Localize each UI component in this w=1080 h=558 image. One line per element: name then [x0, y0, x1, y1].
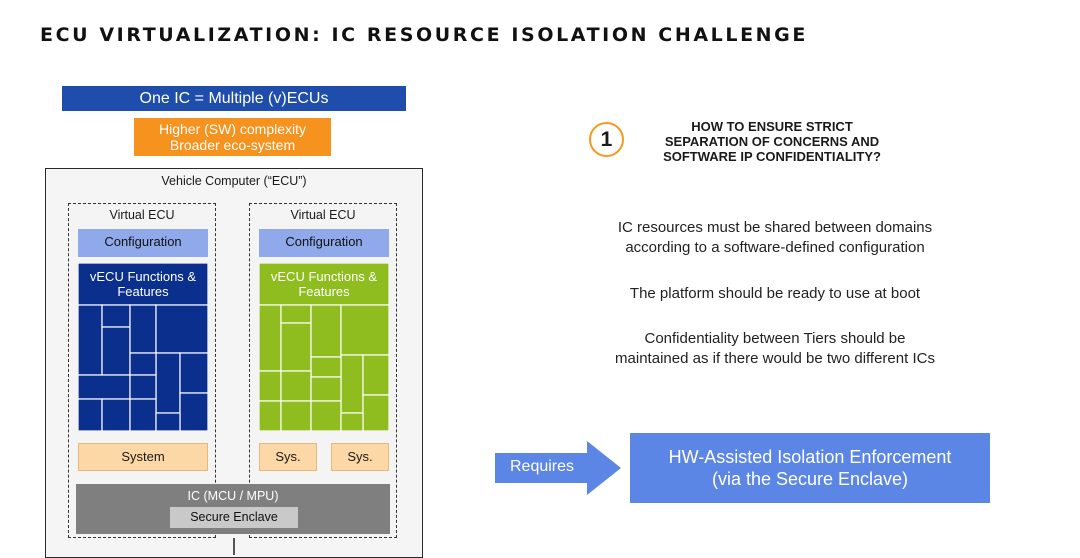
function-block	[259, 370, 282, 402]
function-block	[310, 400, 342, 431]
function-block	[78, 304, 103, 376]
statement-boot: The platform should be ready to use at b…	[629, 285, 921, 302]
function-block	[280, 322, 312, 372]
function-block	[78, 374, 131, 400]
sys-box-right-2: Sys.	[331, 443, 389, 471]
banner-one-ic: One IC = Multiple (v)ECUs	[62, 86, 406, 111]
requires-label: Requires	[509, 458, 575, 475]
statement3-line2: maintained as if there would be two diff…	[615, 350, 935, 367]
function-block	[101, 398, 131, 431]
requires-arrow-icon	[495, 441, 621, 495]
ic-label: IC (MCU / MPU)	[187, 489, 279, 503]
function-block	[129, 352, 157, 376]
function-block	[101, 304, 131, 328]
question-text: HOW TO ENSURE STRICT SEPARATION OF CONCE…	[632, 119, 912, 164]
function-block	[280, 400, 312, 431]
function-block	[179, 392, 208, 431]
banner-complexity: Higher (SW) complexity Broader eco-syste…	[134, 118, 331, 156]
statement-shared-resources: IC resources must be shared between doma…	[560, 218, 990, 258]
functions-block-right	[259, 263, 389, 431]
question-line1: HOW TO ENSURE STRICT	[691, 119, 853, 134]
config-left: Configuration	[78, 229, 208, 257]
function-block	[259, 304, 282, 372]
function-block	[78, 263, 208, 306]
statement1-line2: according to a software-defined configur…	[625, 239, 925, 256]
function-block	[280, 370, 312, 402]
virtual-ecu-right-label: Virtual ECU	[290, 208, 356, 222]
functions-label-right-line2: Features	[298, 284, 350, 299]
function-block	[101, 326, 131, 376]
question-line2: SEPARATION OF CONCERNS AND	[664, 134, 880, 149]
function-block	[340, 304, 389, 356]
function-block	[362, 394, 389, 431]
function-block	[340, 354, 364, 414]
function-block	[129, 398, 157, 431]
functions-label-right: vECU Functions & Features	[259, 269, 389, 299]
functions-label-right-line1: vECU Functions &	[270, 269, 378, 284]
hw-line2: (via the Secure Enclave)	[711, 469, 909, 489]
statement3-line1: Confidentiality between Tiers should be	[644, 330, 906, 347]
requires-arrow-shape	[495, 441, 621, 495]
virtual-ecu-left-label: Virtual ECU	[109, 208, 175, 222]
vehicle-computer-label: Vehicle Computer (“ECU”)	[161, 174, 307, 188]
config-right: Configuration	[259, 229, 389, 257]
function-blocks-left	[78, 263, 208, 431]
hw-isolation-box: HW-Assisted Isolation Enforcement (via t…	[630, 433, 990, 503]
function-block	[129, 304, 157, 354]
statement1-line1: IC resources must be shared between doma…	[617, 219, 933, 236]
page-title: ECU VIRTUALIZATION: IC RESOURCE ISOLATIO…	[40, 24, 808, 46]
functions-label-left-line2: Features	[117, 284, 169, 299]
function-block	[129, 374, 157, 400]
function-block	[259, 400, 282, 431]
function-block	[340, 412, 364, 431]
function-block	[310, 356, 342, 378]
question-line3: SOFTWARE IP CONFIDENTIALITY?	[663, 149, 881, 164]
function-block	[78, 398, 103, 431]
secure-enclave-box: Secure Enclave	[170, 507, 298, 528]
function-block	[179, 352, 208, 394]
function-blocks-right	[259, 263, 389, 431]
statement-confidentiality: Confidentiality between Tiers should be …	[560, 329, 990, 369]
functions-block-left	[78, 263, 208, 431]
function-block	[362, 354, 389, 396]
function-block	[155, 352, 181, 414]
function-block	[280, 304, 312, 324]
function-block	[155, 412, 181, 431]
function-block	[310, 376, 342, 402]
number-circle: 1	[589, 122, 624, 157]
sys-box-right-1: Sys.	[259, 443, 317, 471]
hw-line1: HW-Assisted Isolation Enforcement	[668, 447, 952, 467]
system-box-left: System	[78, 443, 208, 471]
banner-complexity-line1: Higher (SW) complexity	[158, 121, 307, 137]
functions-label-left: vECU Functions & Features	[78, 269, 208, 299]
function-block	[155, 304, 208, 354]
functions-label-left-line1: vECU Functions &	[89, 269, 197, 284]
banner-complexity-line2: Broader eco-system	[169, 137, 296, 153]
function-block	[310, 304, 342, 358]
connector-line	[233, 538, 235, 555]
